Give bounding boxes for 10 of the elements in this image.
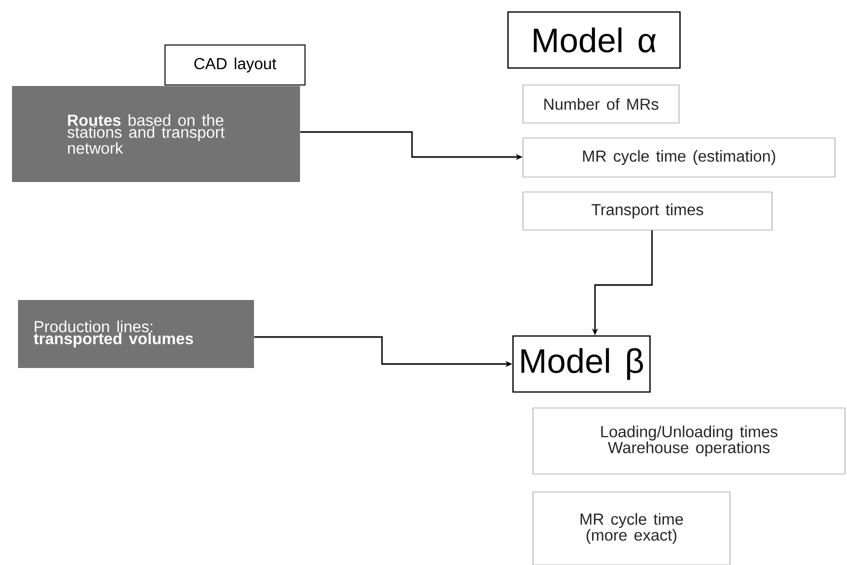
label-box: CAD layout — [164, 44, 306, 86]
model-box: Model β — [512, 335, 651, 393]
parameter-box: Number of MRs — [522, 84, 680, 124]
source-box: Routes based on the stations and transport network — [12, 86, 300, 182]
parameter-box: MR cycle time (more exact) — [532, 492, 730, 565]
parameter-box: Loading/Unloading times Warehouse operations — [532, 408, 846, 474]
parameter-box: Transport times — [522, 192, 772, 230]
model-box: Model α — [507, 11, 681, 69]
parameter-box: MR cycle time (estimation) — [522, 138, 836, 178]
source-box: Production lines: transported volumes — [18, 300, 254, 368]
